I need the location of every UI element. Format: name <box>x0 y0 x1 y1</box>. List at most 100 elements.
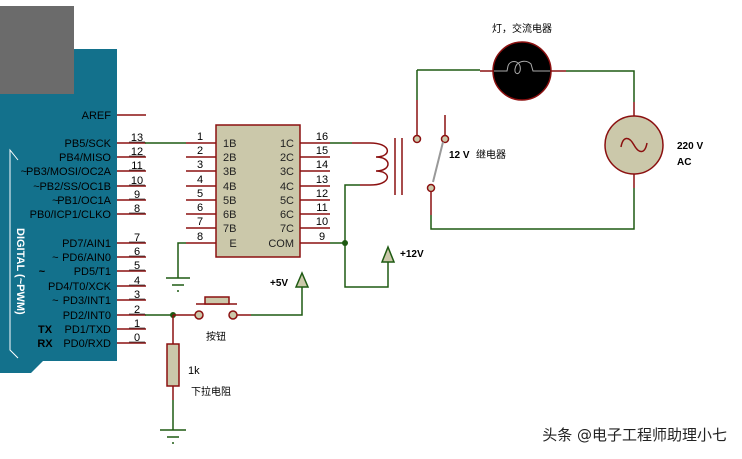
relay-contact-nc <box>440 134 450 144</box>
chip-pin-label: 1C <box>280 138 294 150</box>
chip-pin-number: 15 <box>316 145 328 157</box>
chip-pin-number: 13 <box>316 174 328 186</box>
pin-number: 6 <box>134 246 140 258</box>
arduino-board <box>0 49 117 373</box>
chip-pin-number: 4 <box>197 174 203 186</box>
pin-number: 11 <box>131 160 142 172</box>
chip-pin-label: 5B <box>223 195 236 207</box>
pin-name: PD2/INT0 <box>63 310 111 322</box>
pin-number: 8 <box>134 203 140 215</box>
relay-switch-arm <box>432 141 444 183</box>
pin-name: PD5/T1 <box>74 266 111 278</box>
board-pin-5: PD5/T1 5 ~ <box>39 260 146 278</box>
button-contact-right <box>228 310 238 320</box>
relay-coil <box>352 142 389 186</box>
lamp-filament <box>494 60 550 74</box>
chip-pin-1: 11B <box>186 131 236 150</box>
chip-pin-label: 7B <box>223 223 236 235</box>
board-pin-4: PD4/T0/XCK 4 <box>48 275 146 293</box>
chip-pin-4: 4 4B <box>186 174 236 193</box>
wire-button-5v <box>251 285 303 316</box>
board-bracket <box>9 148 19 359</box>
aref-label: AREF <box>82 110 112 122</box>
power-5v-icon <box>294 271 310 288</box>
pin-number: 5 <box>134 260 140 272</box>
chip-pins: 11B22B33B44B55B66B77B8E161C152C143C134C1… <box>186 131 330 250</box>
power-12v-icon <box>380 244 396 263</box>
relay-voltage-label: 12 V <box>449 150 470 161</box>
relay-name-label: 继电器 <box>476 148 506 161</box>
chip-pin-number: 2 <box>197 145 203 157</box>
pin-prefix: ~ <box>52 252 58 264</box>
pin-number: 4 <box>134 275 140 287</box>
chip-pin-label: 4B <box>223 181 236 193</box>
chip-pin-number: 1 <box>197 131 203 143</box>
lamp-label: 灯，交流电器 <box>492 22 552 35</box>
power-12v-label: +12V <box>400 249 424 260</box>
chip-pin-label: 7C <box>280 223 294 235</box>
pushbutton-icon <box>204 296 230 305</box>
chip-pin-10: 10 7C <box>280 216 330 235</box>
chip-pin-number: 6 <box>197 202 203 214</box>
chip-pin-label: E <box>229 238 236 250</box>
chip-pin-2: 22B <box>186 145 236 164</box>
pin-prefix: ~ <box>39 266 46 278</box>
ac-voltage-label: 220 V <box>677 141 703 152</box>
chip-pin-number: 8 <box>197 231 203 243</box>
chip-pin-8: 8E <box>186 231 237 250</box>
pin-prefix: ~ <box>52 195 58 207</box>
pin-number: 0 <box>134 332 140 344</box>
resistor-value: 1k <box>188 365 200 377</box>
pin-prefix: ~ <box>21 166 27 178</box>
board-pin-2: PD2/INT0 2 <box>63 304 146 322</box>
chip-pin-6: 66B <box>186 202 236 221</box>
pin-name: PD4/T0/XCK <box>48 281 112 293</box>
button-contact-left <box>194 310 204 320</box>
lamp-icon <box>492 41 552 101</box>
chip-pin-number: 16 <box>316 131 328 143</box>
chip-pin-number: 10 <box>316 216 328 228</box>
sine-wave-icon <box>620 137 648 153</box>
chip-pin-number: 3 <box>197 159 203 171</box>
relay-contact-no <box>412 134 422 144</box>
pin-prefix: ~ <box>52 295 58 307</box>
pin-number: 10 <box>131 175 143 187</box>
chip-pin-label: 3C <box>280 166 294 178</box>
chip-pin-3: 3 3B <box>186 159 236 178</box>
pin-name: PD1/TXD <box>65 324 112 336</box>
chip-pin-number: 5 <box>197 188 203 200</box>
pin-prefix: RX <box>37 338 53 350</box>
pin-number: 2 <box>134 304 140 316</box>
ac-type-label: AC <box>677 157 691 168</box>
chip-pin-number: 11 <box>316 202 327 214</box>
chip-pin-5: 5 5B <box>186 188 236 207</box>
board-header-block-overlay <box>0 6 74 94</box>
chip-pin-number: 7 <box>197 216 203 228</box>
chip-pin-label: COM <box>268 238 294 250</box>
wire-12v-supply <box>344 243 389 288</box>
pin-name: PD7/AIN1 <box>62 238 111 250</box>
pin-name: PD3/INT1 <box>63 295 111 307</box>
chip-pin-label: 3B <box>223 166 236 178</box>
chip-pin-label: 5C <box>280 195 294 207</box>
pin-name: PB2/SS/OC1B <box>39 181 111 193</box>
wire-coil-com <box>344 184 360 243</box>
pin-number: 12 <box>131 146 143 158</box>
pin-name: PB5/SCK <box>65 138 112 150</box>
